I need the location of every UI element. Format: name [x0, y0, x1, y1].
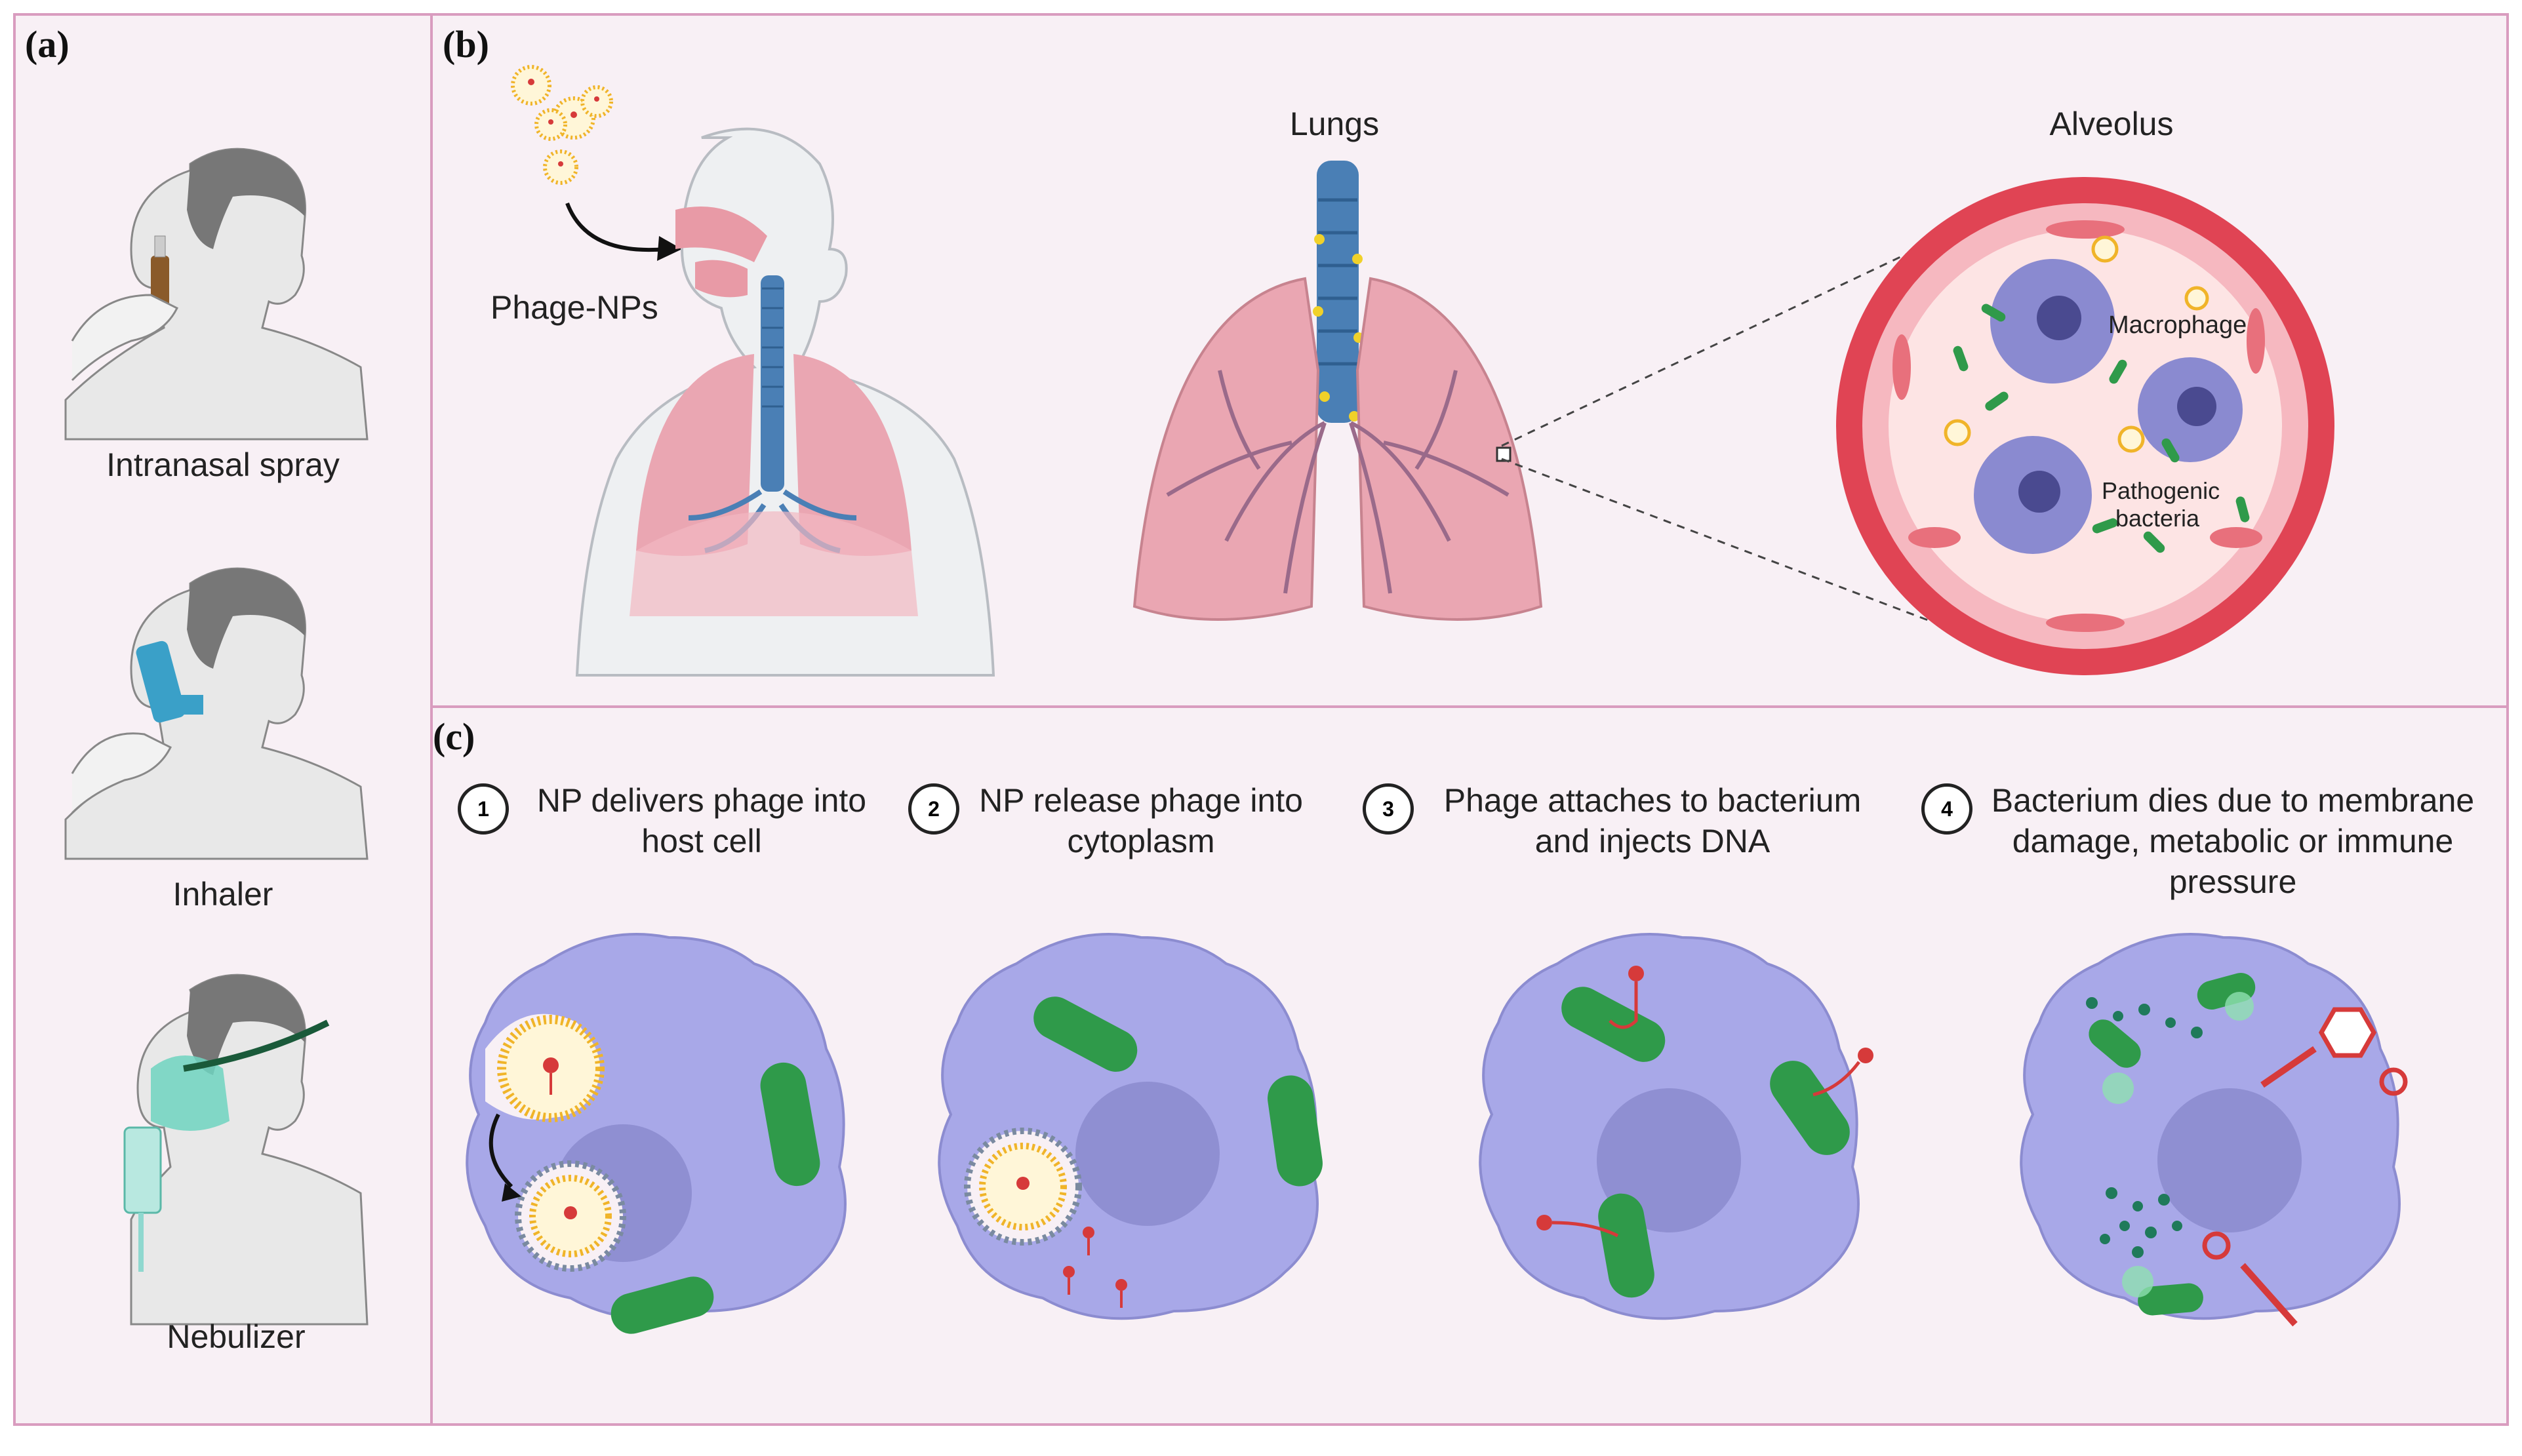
step-4-cell-illustration	[2020, 933, 2408, 1327]
alveolus-illustration	[1836, 177, 2334, 675]
step-1-cell-illustration	[466, 933, 847, 1334]
macrophage-label: Macrophage	[2108, 311, 2247, 339]
step-3-line1: Phage attaches to bacterium	[1443, 782, 1862, 819]
step-3-text: Phage attaches to bacterium and injects …	[1423, 780, 1882, 861]
step-2-number: 2	[908, 783, 959, 835]
step-4-number: 4	[1921, 783, 1972, 835]
lungs-title: Lungs	[1289, 106, 1380, 142]
intranasal-spray-illustration	[64, 148, 369, 441]
panel-label-a: (a)	[25, 23, 70, 66]
step-2-cell-illustration	[938, 933, 1323, 1320]
step-2-line2: cytoplasm	[1067, 823, 1215, 859]
step-3-line2: and injects DNA	[1534, 823, 1771, 859]
step-1-text: NP delivers phage into host cell	[518, 780, 885, 861]
phage-nanoparticles-cluster	[511, 65, 613, 185]
inhalation-arrow	[565, 202, 682, 261]
step-3-cell-illustration	[1479, 933, 1873, 1320]
step-4-line3: pressure	[2169, 863, 2297, 900]
step-2-text: NP release phage into cytoplasm	[964, 780, 1318, 861]
device-label-intranasal-spray: Intranasal spray	[106, 446, 340, 483]
step-1-number: 1	[458, 783, 509, 835]
step-1-line2: host cell	[641, 823, 762, 859]
step-3-number: 3	[1363, 783, 1414, 835]
lungs-illustration	[1132, 161, 1543, 621]
alveolus-title: Alveolus	[2049, 106, 2174, 142]
step-4-line2: damage, metabolic or immune	[2012, 823, 2454, 859]
panel-label-c: (c)	[433, 715, 475, 758]
nebulizer-illustration	[123, 974, 369, 1326]
pathogenic-bacteria-label-line1: Pathogenic	[2102, 477, 2220, 504]
step-2-line1: NP release phage into	[979, 782, 1303, 819]
phage-nps-label: Phage-NPs	[490, 289, 658, 326]
device-label-inhaler: Inhaler	[172, 876, 273, 913]
zoom-lines	[1501, 208, 2001, 644]
step-4-line1: Bacterium dies due to membrane	[1991, 782, 2475, 819]
human-respiratory-illustration	[575, 127, 995, 677]
device-label-nebulizer: Nebulizer	[167, 1318, 306, 1355]
step-1-line1: NP delivers phage into	[536, 782, 867, 819]
step-4-text: Bacterium dies due to membrane damage, m…	[1977, 780, 2489, 902]
inhaler-illustration	[64, 567, 369, 860]
panel-label-b: (b)	[443, 23, 489, 66]
pathogenic-bacteria-label-line2: bacteria	[2115, 505, 2200, 532]
